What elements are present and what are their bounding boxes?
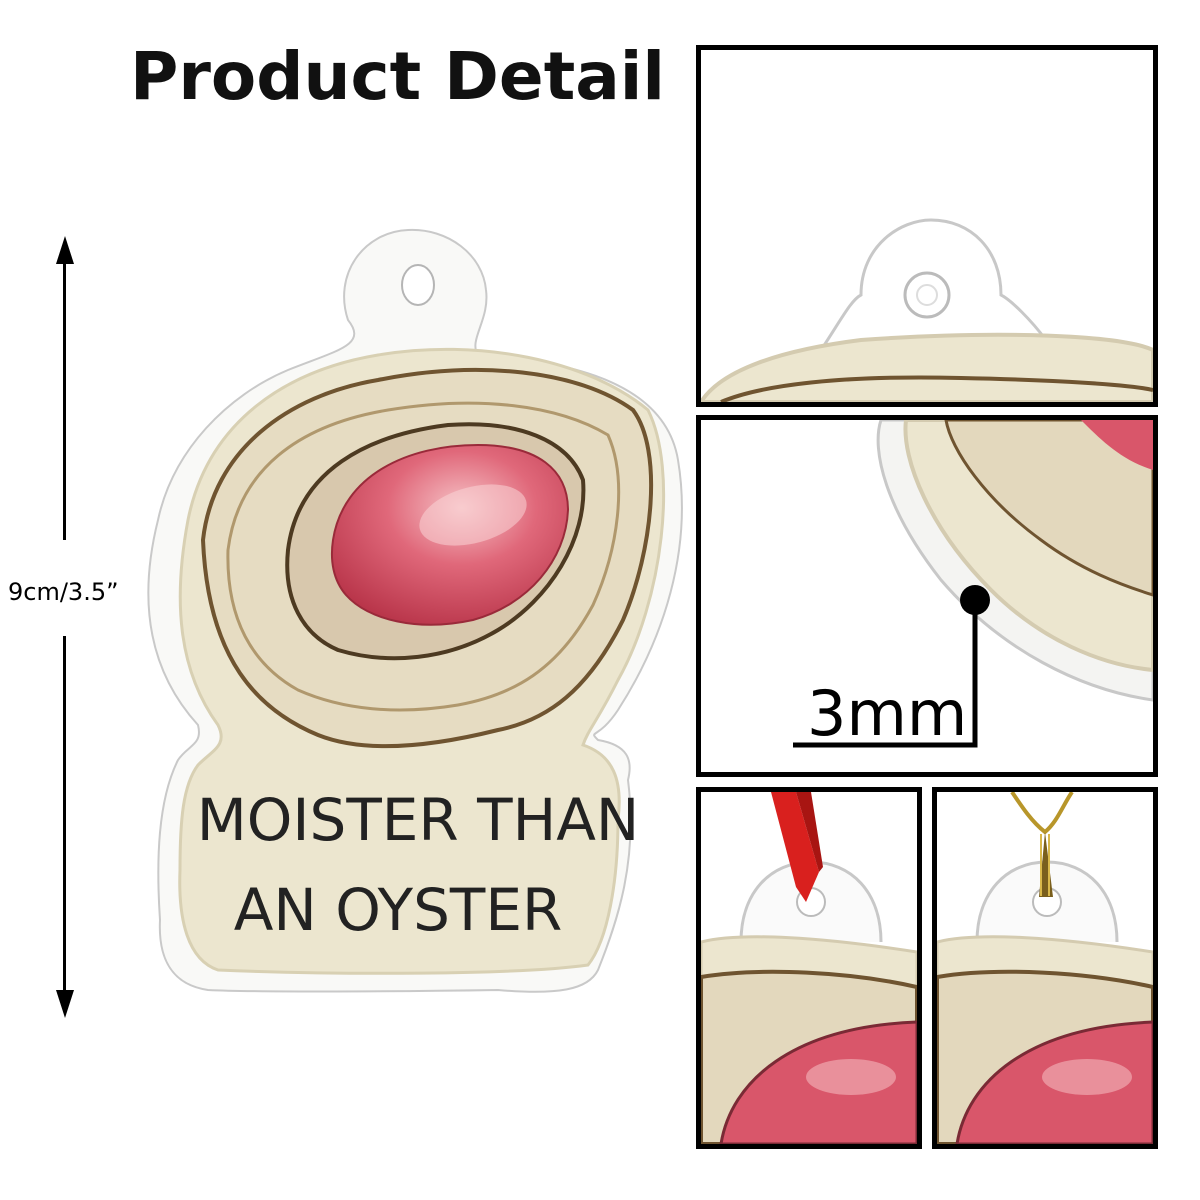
red-ribbon-illustration [701,792,917,1144]
dimension-line-top [63,262,66,540]
caption-line-2: AN OYSTER [234,876,563,944]
caption-line-1: MOISTER THAN [197,786,640,854]
oyster-ornament-illustration: MOISTER THAN AN OYSTER [147,228,683,993]
gold-string-illustration [937,792,1153,1144]
hole-closeup-illustration [701,218,1153,402]
dimension-line-bottom [63,636,66,992]
gold-string-panel [932,787,1158,1149]
arrow-up-icon [56,236,74,264]
oyster-ornament: MOISTER THAN AN OYSTER [118,220,698,1014]
thickness-closeup-illustration [793,420,1153,748]
arrow-down-icon [56,990,74,1018]
thickness-closeup-panel: 3mm [696,415,1158,777]
dimension-label: 9cm/3.5” [8,578,119,606]
red-ribbon-panel [696,787,922,1149]
hole-closeup-panel [696,45,1158,407]
page-title: Product Detail [130,38,666,115]
thickness-label: 3mm [807,677,968,750]
